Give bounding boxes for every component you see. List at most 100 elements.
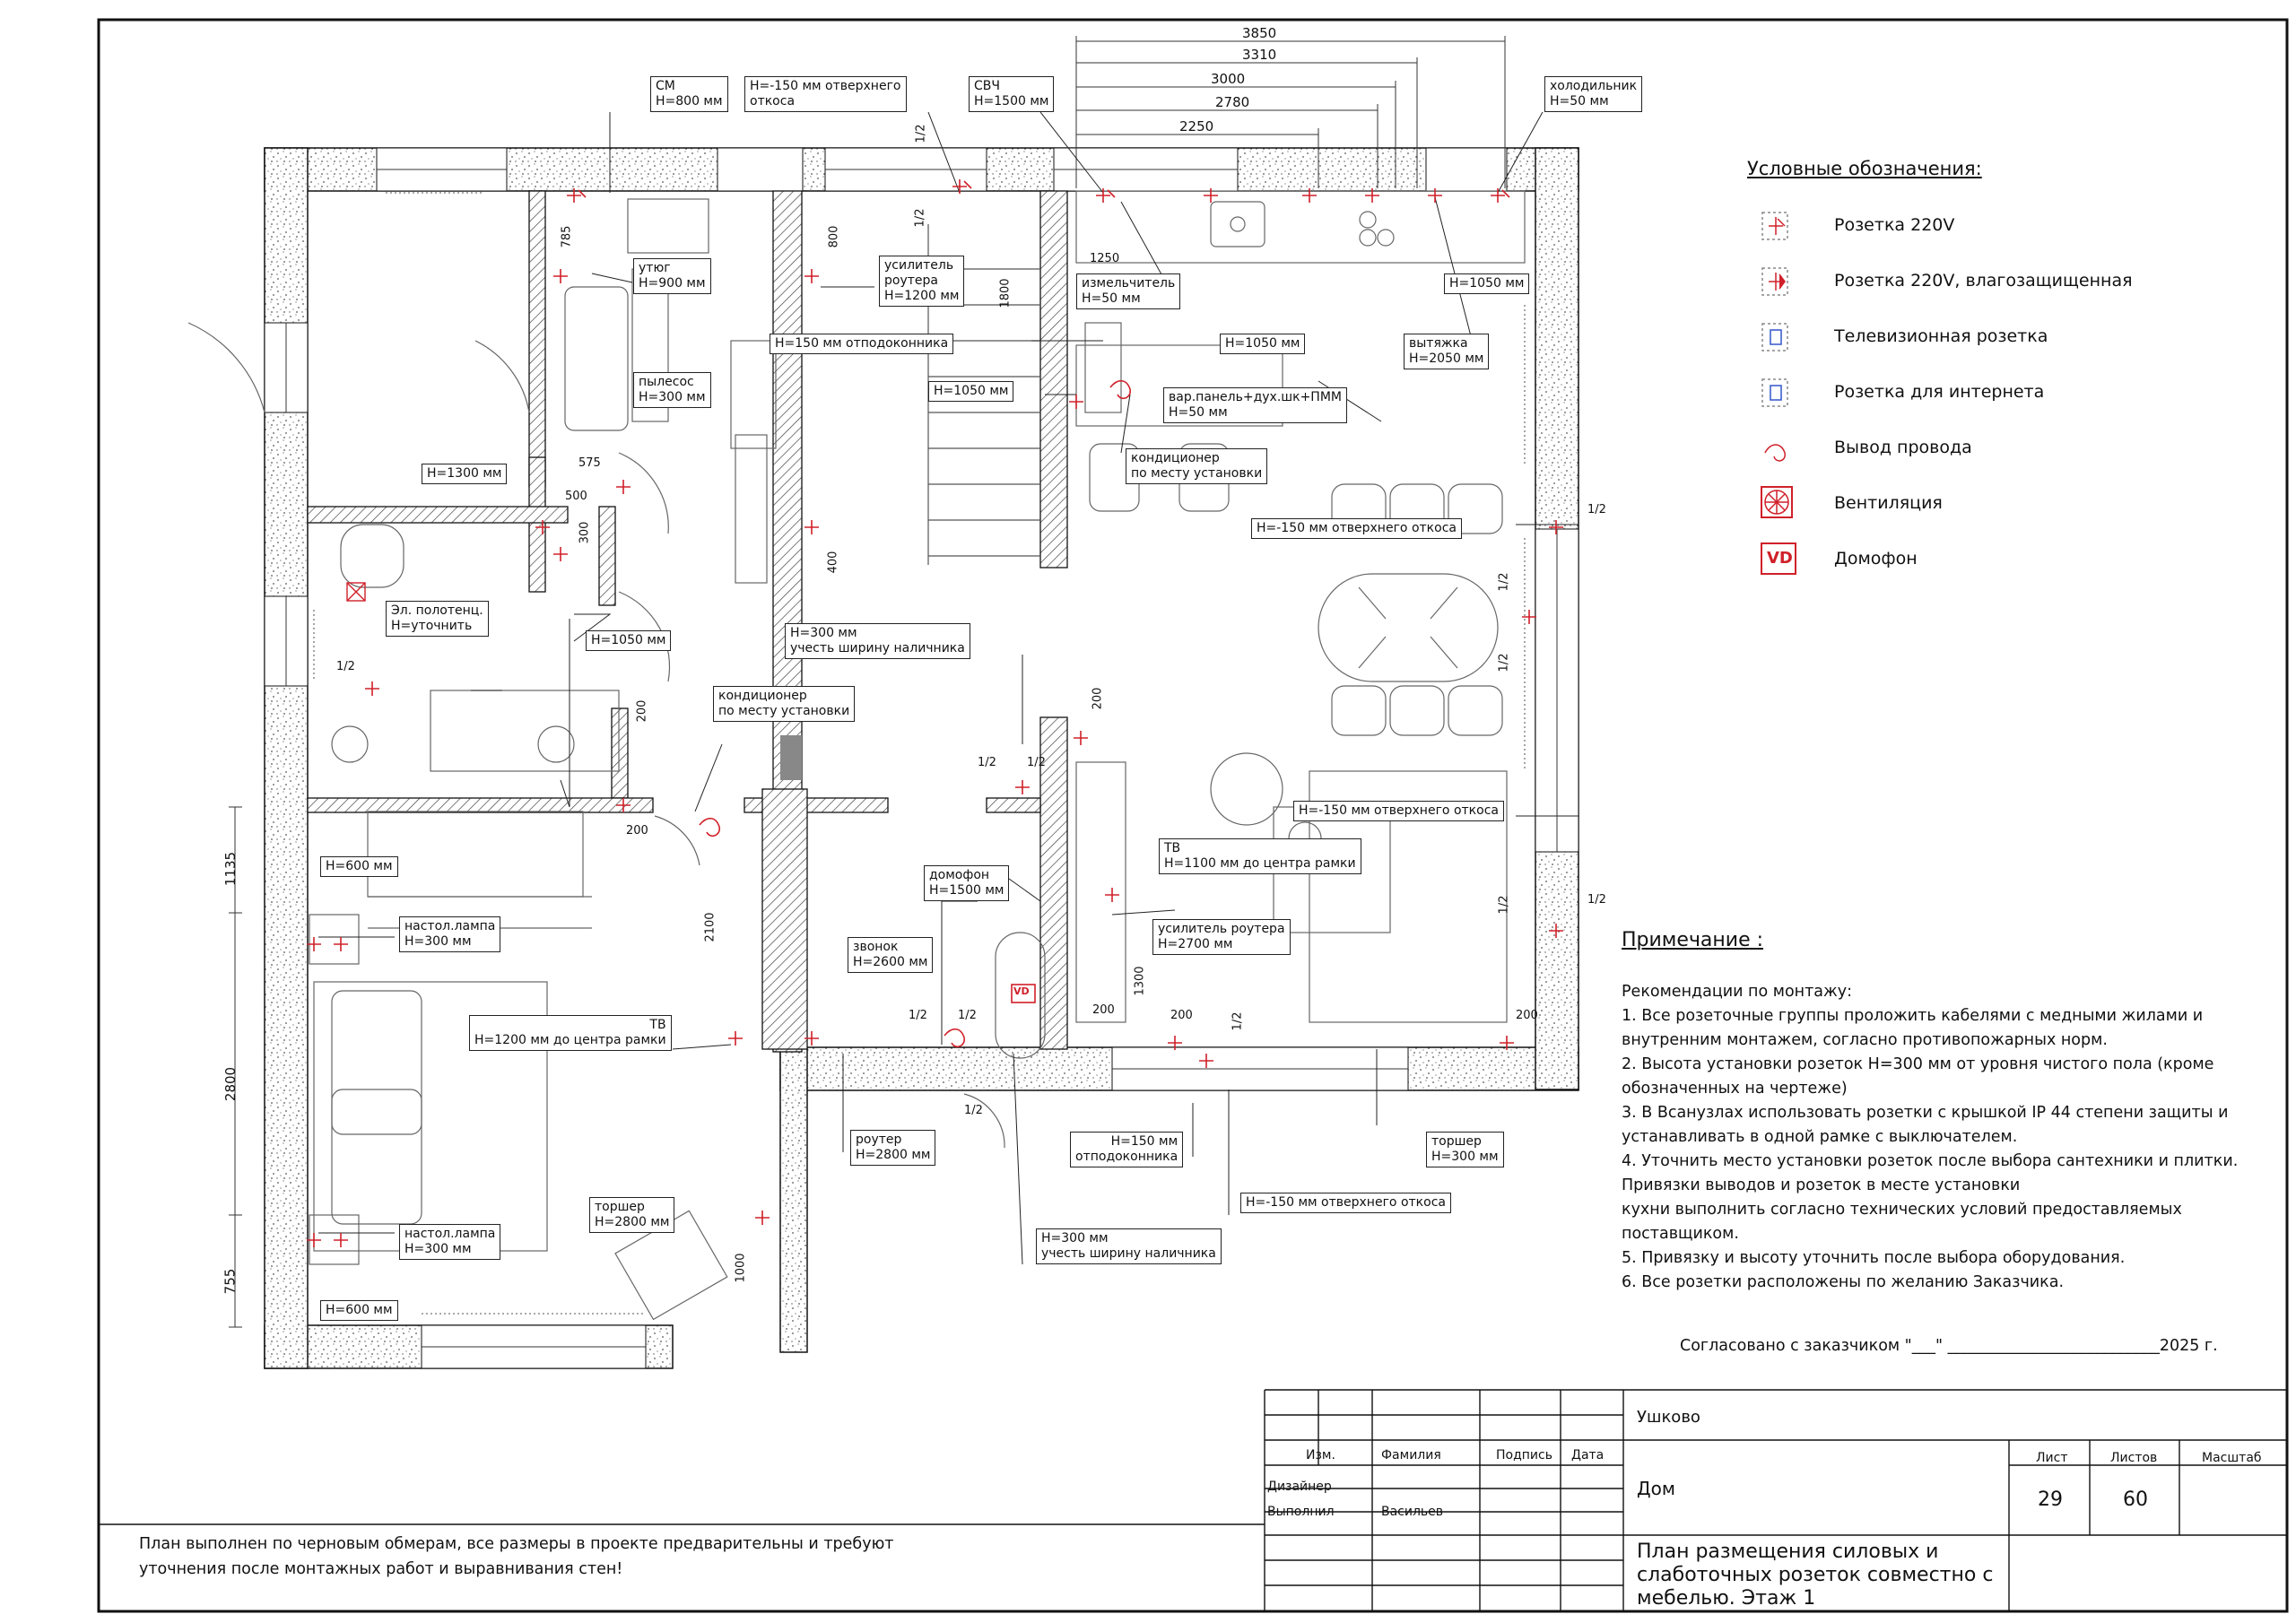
dim-misc-11: 1000 (734, 1253, 748, 1283)
callout-line: H=2050 мм (1409, 352, 1484, 366)
tb-header-sheets: Листов (2110, 1451, 2158, 1465)
dim-misc-13: 200 (1091, 687, 1105, 710)
callout-line: H=-150 мм отверхнего (750, 79, 901, 93)
callout-line: холодильник (1550, 79, 1638, 93)
callout-line: H=300 мм (404, 1242, 472, 1256)
intercom-marker (1011, 984, 1036, 1003)
callout-h1050c: H=1050 мм (1444, 273, 1530, 294)
callout-line: H=800 мм (656, 94, 723, 108)
callout-line: H=1050 мм (934, 384, 1009, 398)
callout-line: H=1050 мм (1225, 336, 1300, 351)
footnote-line-0: План выполнен по черновым обмерам, все р… (139, 1535, 894, 1553)
callout-line: H=300 мм (639, 390, 706, 404)
callout-line: H=1500 мм (929, 883, 1004, 898)
tb-project: Ушково (1637, 1408, 1700, 1427)
dim-misc-8: 200 (635, 699, 649, 723)
callout-line: H=50 мм (1169, 405, 1228, 420)
tb-header-izm: Изм. (1306, 1448, 1335, 1462)
callout-line: измельчитель (1082, 276, 1176, 291)
dim-misc-7: 400 (826, 551, 840, 574)
callout-line: усилитель роутера (1158, 922, 1285, 936)
legend-item-4: Вывод провода (1834, 438, 1972, 457)
dim-misc-25: 1/2 (978, 756, 996, 769)
callout-line: H=300 мм (1431, 1150, 1499, 1164)
callout-line: H=1500 мм (974, 94, 1049, 108)
note-line: внутренним монтажем, согласно противопож… (1622, 1031, 2108, 1049)
tb-header-sheet: Лист (2036, 1451, 2068, 1465)
callout-h1300: H=1300 мм (422, 464, 508, 484)
callout-top2: H=-150 мм отверхнего откоса (1251, 518, 1462, 539)
dim-misc-9: 200 (626, 824, 648, 838)
tb-header-scale: Масштаб (2202, 1451, 2262, 1465)
callout-line: СВЧ (974, 79, 1000, 93)
tb-role-1: Выполнил (1267, 1505, 1335, 1519)
legend-item-0: Розетка 220V (1834, 215, 1955, 235)
callout-line: H=2800 мм (595, 1215, 670, 1229)
intercom-icon (1761, 542, 1796, 575)
callout-line: H=1050 мм (591, 633, 666, 647)
callout-line: Эл. полотенц. (391, 603, 483, 618)
dim-left-0: 1135 (222, 851, 239, 887)
callout-line: роутера (884, 273, 938, 288)
callout-line: откоса (750, 94, 796, 108)
callout-line: H=1100 мм до центра рамки (1164, 856, 1356, 871)
dim-misc-4: 575 (578, 456, 601, 470)
legend-item-5: Вентиляция (1834, 493, 1943, 513)
callout-line: H=600 мм (326, 859, 393, 873)
title-block-grid (99, 1389, 2287, 1611)
note-line: обозначенных на чертеже) (1622, 1080, 1848, 1098)
callout-line: H=300 мм (404, 934, 472, 949)
callout-line: H=150 мм (1110, 1134, 1178, 1149)
callout-h600a: H=600 мм (320, 856, 398, 877)
dim-misc-3: 1250 (1090, 252, 1120, 265)
callout-line: утюг (639, 261, 671, 275)
note-line: 2. Высота установки розеток H=300 мм от … (1622, 1055, 2214, 1073)
note-line: 5. Привязку и высоту уточнить после выбо… (1622, 1249, 2126, 1267)
socket-icon (1761, 212, 1788, 240)
callout-line: H=1300 мм (427, 466, 502, 481)
callout-line: по месту установки (1131, 466, 1263, 481)
callout-line: H=2800 мм (856, 1148, 931, 1162)
callout-line: H=600 мм (326, 1303, 393, 1317)
callout-line: учесть ширину наличника (1041, 1246, 1216, 1261)
callout-sill150: H=150 мм отподоконника (770, 334, 954, 354)
callout-line: H=1050 мм (1449, 276, 1525, 291)
legend-item-1: Розетка 220V, влагозащищенная (1834, 271, 2133, 291)
callout-line: по месту установки (718, 704, 850, 718)
callout-line: торшер (595, 1200, 645, 1214)
vent-marker (346, 582, 366, 602)
callout-line: H=уточнить (391, 619, 473, 633)
note-line: кухни выполнить согласно технических усл… (1622, 1201, 2182, 1219)
dim-misc-23: 1/2 (1497, 895, 1511, 915)
callout-line: H=1200 мм до центра рамки (474, 1033, 666, 1047)
dim-misc-12: 1300 (1133, 966, 1147, 996)
wire-outlet-icon (1764, 444, 1786, 462)
callout-line: H=-150 мм отверхнего откоса (1246, 1195, 1446, 1210)
callout-line: H=2600 мм (853, 955, 928, 969)
callout-h600b: H=600 мм (320, 1300, 398, 1321)
callout-h1050d: H=1050 мм (586, 630, 672, 651)
tb-role-0: Дизайнер (1267, 1480, 1332, 1494)
tb-sheet-no: 29 (2038, 1488, 2063, 1511)
dim-misc-27: 1/2 (909, 1009, 927, 1022)
dim-left-2: 755 (222, 1268, 239, 1295)
dim-misc-17: 1/2 (914, 124, 928, 143)
dim-misc-6: 300 (578, 521, 592, 544)
callout-line: домофон (929, 868, 990, 882)
tv-socket-icon (1761, 323, 1788, 352)
